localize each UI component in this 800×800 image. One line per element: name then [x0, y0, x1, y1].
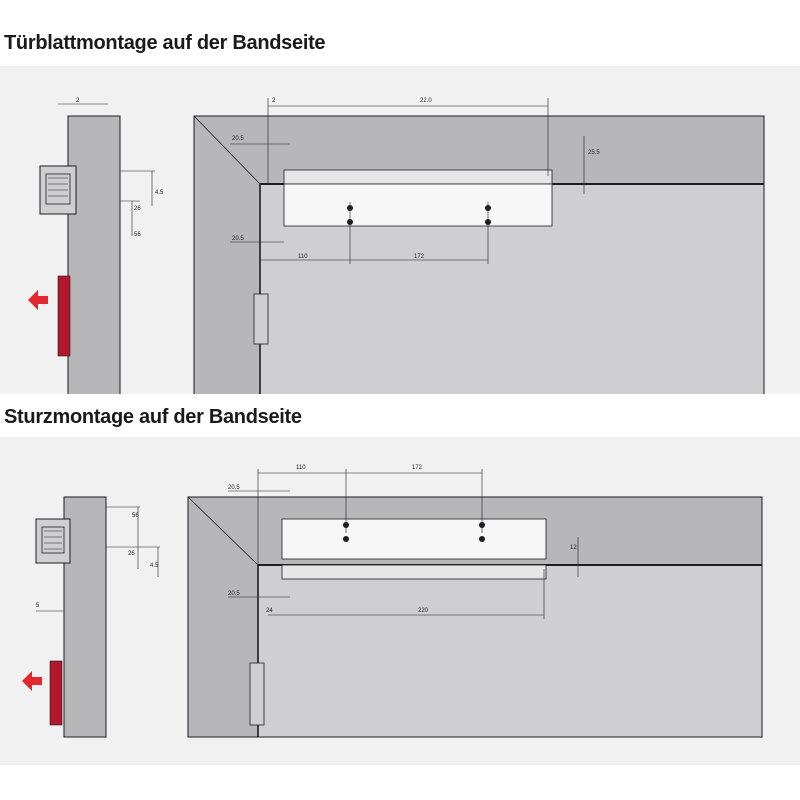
bottom-side-door-leaf — [64, 497, 106, 737]
bottom-dim-width-arm: 220 — [418, 608, 429, 614]
arrow-left-icon — [28, 290, 48, 310]
bottom-side-view: 56 26 4.5 5 — [22, 496, 160, 738]
bottom-dim-pitch-b: 172 — [412, 465, 423, 471]
bottom-front-hinge — [249, 662, 265, 726]
top-side-dim-b: 26 — [134, 206, 141, 212]
bottom-closer-housing — [281, 518, 547, 560]
bottom-dim-gap-small: 24 — [266, 608, 273, 614]
heading-frame-mounting: Sturzmontage auf der Bandseite — [4, 406, 302, 428]
top-front-hinge — [253, 293, 269, 345]
arrow-left-icon — [22, 671, 42, 691]
top-dim-vertical-right: 25.5 — [588, 150, 600, 156]
bottom-side-closer-body — [35, 518, 71, 564]
top-side-dim-frame-offset: 2 — [76, 98, 80, 104]
bottom-side-hinge — [49, 660, 63, 726]
top-closer-housing — [283, 183, 553, 227]
top-dim-lower-left: 20.5 — [232, 236, 244, 242]
top-slide-rail — [283, 169, 553, 185]
top-side-hinge — [57, 275, 71, 357]
bottom-side-dim-a: 56 — [132, 513, 139, 519]
top-side-door-leaf — [68, 116, 120, 394]
top-dim-pitch-a: 110 — [298, 254, 308, 260]
top-side-view: 2 4.5 26 56 — [28, 98, 164, 394]
bottom-front-view: 110 172 20.5 20.5 24 220 12 — [187, 465, 763, 738]
bottom-dim-pitch-a: 110 — [296, 465, 306, 471]
bottom-side-dim-c: 4.5 — [150, 563, 159, 569]
top-side-dim-c: 56 — [134, 232, 141, 238]
top-dim-pitch-b: 172 — [414, 254, 425, 260]
frame-mounting-drawing: 56 26 4.5 5 110 172 20.5 20.5 24 220 12 — [22, 465, 763, 738]
bottom-dim-vertical-right: 12 — [570, 545, 577, 551]
top-side-dim-a: 4.5 — [155, 190, 164, 196]
top-dim-width-arm: 22.0 — [420, 98, 432, 104]
top-front-view: 2 22.0 20.5 25.5 20.5 110 172 — [193, 98, 765, 394]
heading-door-leaf-mounting: Türblattmontage auf der Bandseite — [4, 32, 326, 54]
top-dim-gap-small: 2 — [272, 98, 276, 104]
bottom-side-dim-b: 26 — [128, 551, 135, 557]
door-leaf-mounting-drawing: 2 4.5 26 56 2 22.0 20.5 25.5 20.5 110 17 — [28, 98, 765, 394]
bottom-slide-rail — [281, 564, 547, 580]
bottom-side-dim-frame-offset: 5 — [36, 603, 40, 609]
bottom-front-door-leaf — [258, 565, 762, 737]
bottom-dim-upper-left: 20.5 — [228, 485, 240, 491]
top-dim-height-offset: 20.5 — [232, 136, 244, 142]
bottom-dim-lower-left: 20.5 — [228, 591, 240, 597]
